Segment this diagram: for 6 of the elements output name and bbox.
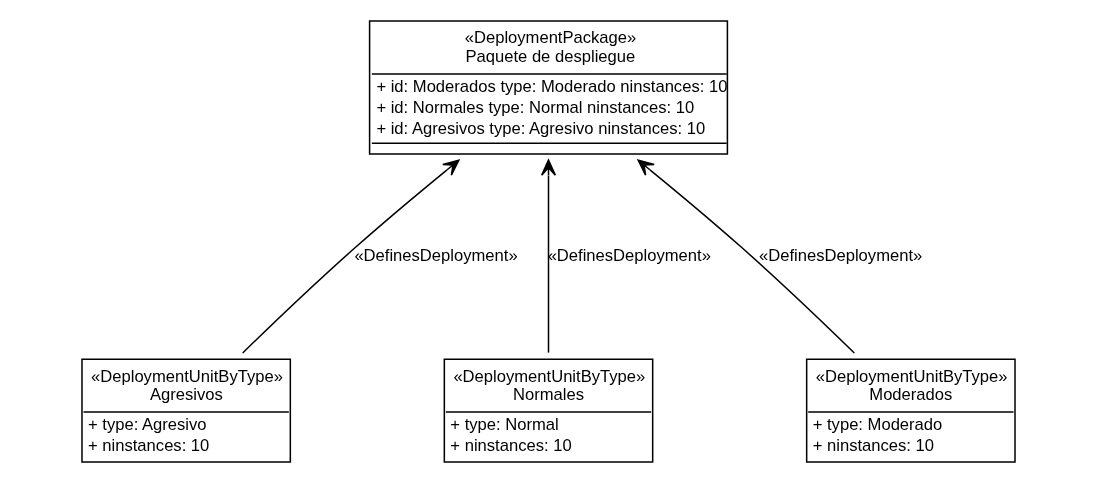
arrow	[241, 158, 460, 354]
edge-label: «DefinesDeployment»	[547, 245, 711, 265]
edge-label: «DefinesDeployment»	[353, 245, 518, 265]
edge-label: «DefinesDeployment»	[758, 245, 922, 265]
arrow	[540, 158, 556, 353]
arrow	[636, 158, 855, 354]
